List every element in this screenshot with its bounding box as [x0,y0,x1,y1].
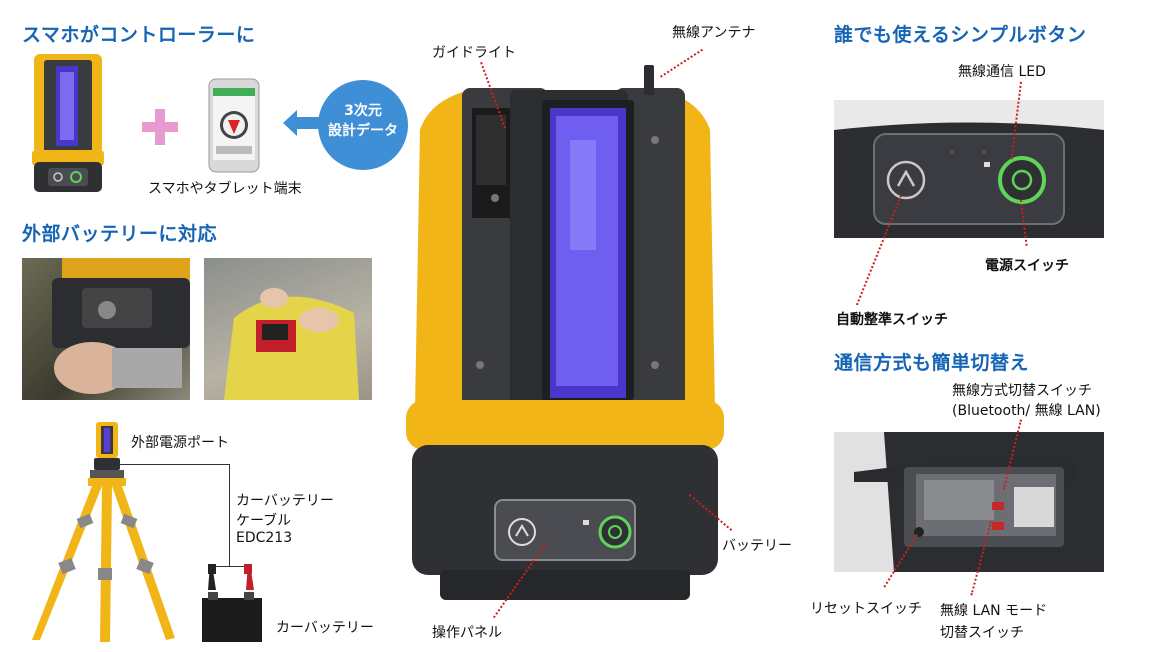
reset-switch-label: リセットスイッチ [810,601,922,617]
lan-mode-line2: 切替スイッチ [940,625,1024,641]
auto-level-switch-label: 自動整準スイッチ [836,312,948,328]
car-battery-illustration [198,562,266,644]
cable-line-top [118,464,230,465]
cable-label-line2: ケーブル [236,513,292,529]
simple-button-heading: 誰でも使えるシンプルボタン [834,24,1087,46]
smartphone-caption: スマホやタブレット端末 [148,181,302,197]
smartphone-heading: スマホがコントローラーに [22,24,256,46]
arrow-left-icon [283,110,323,136]
external-battery-heading: 外部バッテリーに対応 [22,223,218,245]
cable-line-bottom [210,566,244,567]
field-battery-photo [204,258,372,400]
external-port-photo [22,258,190,400]
wireless-antenna-label: 無線アンテナ [672,25,756,41]
comm-switch-heading: 通信方式も簡単切替え [834,352,1030,374]
lan-mode-line1: 無線 LAN モード [940,603,1048,619]
tripod-illustration [30,420,180,645]
car-battery-label: カーバッテリー [276,620,374,636]
cable-label-line3: EDC213 [236,530,293,546]
wireless-mode-switch-line2: (Bluetooth/ 無線 LAN) [952,403,1101,419]
wireless-mode-switch-line1: 無線方式切替スイッチ [952,383,1092,399]
plus-icon [140,107,180,147]
battery-label: バッテリー [722,538,792,554]
design-data-bubble: 3次元 設計データ [318,80,408,170]
device-thumbnail [28,50,108,195]
external-power-port-label: 外部電源ポート [131,435,229,451]
main-device-image [400,60,730,610]
bubble-line1: 3次元 [344,103,382,119]
operation-panel-label: 操作パネル [432,625,502,641]
wireless-led-label: 無線通信 LED [958,64,1046,80]
guide-light-label: ガイドライト [432,45,516,61]
bubble-line2: 設計データ [328,123,398,139]
comm-switch-photo [834,432,1104,572]
button-panel-photo [834,100,1104,238]
smartphone-image [208,78,260,173]
power-switch-label: 電源スイッチ [985,258,1069,274]
cable-label-line1: カーバッテリー [236,493,334,509]
cable-line-vertical [229,464,230,566]
